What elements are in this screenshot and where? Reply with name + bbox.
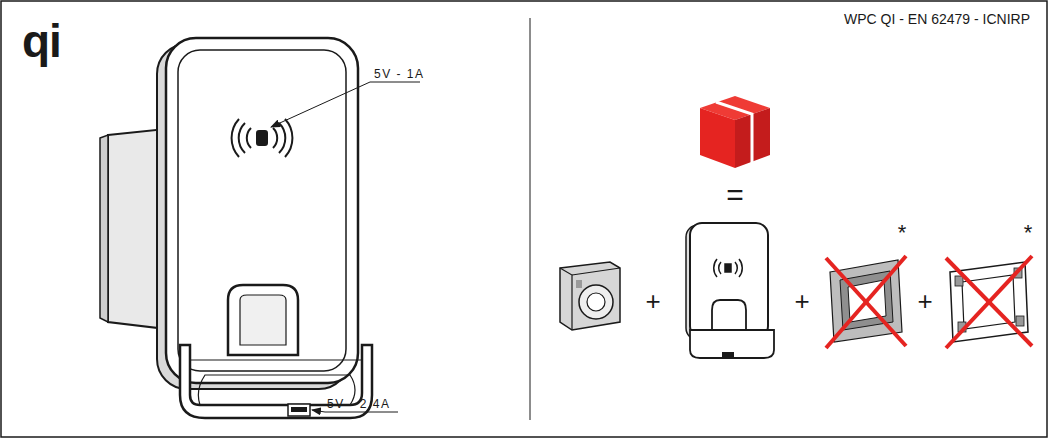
asterisk-note: *	[1024, 222, 1033, 244]
equals-sign: =	[726, 180, 744, 210]
charger-icon	[686, 223, 774, 358]
output-rating: 5V - 2.4A	[327, 398, 391, 410]
charger-illustration	[100, 38, 420, 418]
mounting-frame-excluded	[946, 256, 1032, 348]
logo-text: qi	[22, 18, 61, 64]
package-box	[700, 96, 770, 168]
asterisk-note: *	[898, 222, 907, 244]
plus-sign: +	[794, 288, 809, 314]
divider	[530, 18, 531, 420]
standards-note: WPC QI - EN 62479 - ICNIRP	[844, 12, 1030, 26]
plus-sign: +	[917, 288, 932, 314]
output-rating: 5V - 1A	[374, 68, 425, 80]
cover-plate-excluded	[826, 256, 906, 348]
socket-module	[560, 262, 620, 330]
plus-sign: +	[645, 288, 660, 314]
